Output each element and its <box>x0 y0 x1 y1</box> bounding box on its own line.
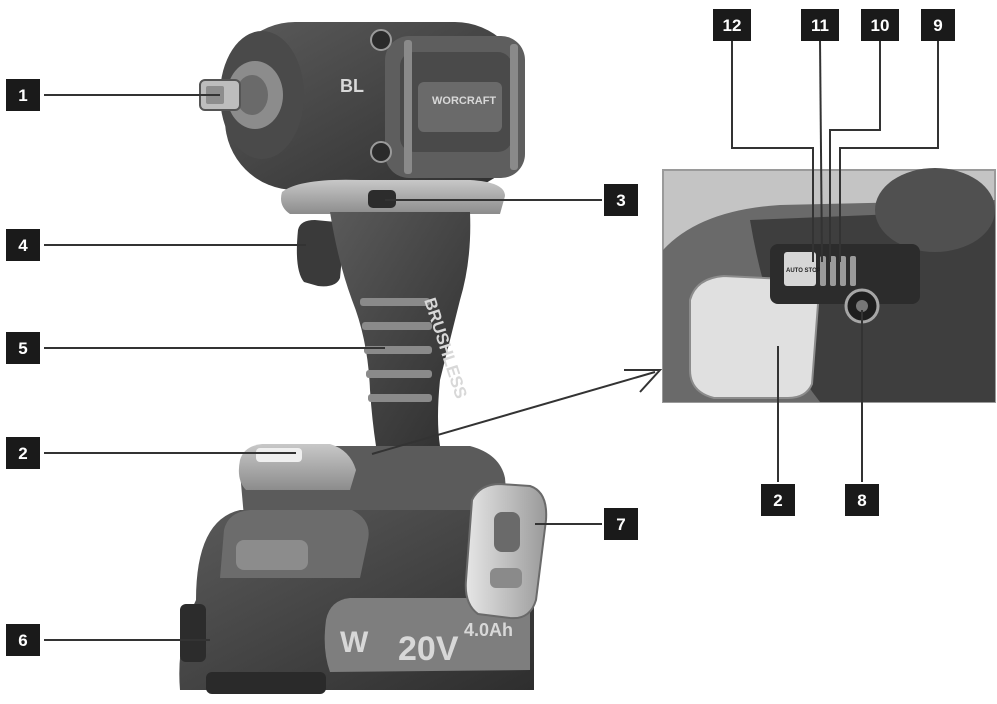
callout-8-text: 8 <box>857 491 866 510</box>
screw-bottom <box>370 141 392 163</box>
callout-12: 12 <box>713 9 751 41</box>
callout-10: 10 <box>861 9 899 41</box>
leader-12 <box>731 40 814 262</box>
auto-stop-badge <box>784 252 816 286</box>
callout-4: 3 <box>604 184 638 216</box>
mode-indicator-leds <box>820 256 856 286</box>
leader-9 <box>839 40 939 262</box>
inset-work-light <box>689 274 820 399</box>
callout-7-text: 7 <box>616 515 625 534</box>
motor-head: WORCRAFT BL <box>220 22 525 190</box>
callout-3-text: 4 <box>18 236 28 255</box>
callout-1: 1 <box>6 79 40 111</box>
callout-9-text: 9 <box>933 16 942 35</box>
impact-wrench-illustration: WORCRAFT BL <box>179 22 548 694</box>
callout-2-text: 2 <box>18 444 27 463</box>
callout-2-inset-text: 2 <box>773 491 782 510</box>
callout-9: 9 <box>921 9 955 41</box>
leader-10 <box>829 40 881 262</box>
callout-11: 11 <box>801 9 839 41</box>
callout-3: 4 <box>6 229 40 261</box>
brand-logo: WORCRAFT <box>432 95 496 107</box>
direction-switch <box>368 190 396 208</box>
zoom-arrow-head <box>624 369 663 393</box>
battery-capacity: 4.0Ah <box>464 620 513 640</box>
screw-top <box>370 29 392 51</box>
callout-labels: 1 4 5 2 6 3 7 12 <box>6 9 955 656</box>
callout-11-text: 11 <box>811 16 829 35</box>
callout-5-text: 5 <box>18 339 27 358</box>
battery-voltage: 20V <box>398 630 459 668</box>
auto-stop-text: AUTO STOP <box>786 268 821 274</box>
trigger <box>296 220 344 287</box>
callout-2-inset: 2 <box>761 484 795 516</box>
battery-pack: W 20V 4.0Ah <box>179 510 535 694</box>
callout-10-text: 10 <box>871 16 890 35</box>
callout-6: 6 <box>6 624 40 656</box>
zoom-arrow-line <box>371 371 656 455</box>
callout-5: 5 <box>6 332 40 364</box>
callout-8: 8 <box>845 484 879 516</box>
callout-1-text: 1 <box>18 86 27 105</box>
leader-11 <box>819 39 823 263</box>
callout-7: 7 <box>604 508 638 540</box>
callout-4-text: 3 <box>616 191 625 210</box>
callout-2: 2 <box>6 437 40 469</box>
callout-6-text: 6 <box>18 631 27 650</box>
leader-lines <box>44 39 939 641</box>
battery-logo: W <box>340 626 369 659</box>
top-badge: BL <box>340 76 364 96</box>
callout-12-text: 12 <box>723 16 742 35</box>
